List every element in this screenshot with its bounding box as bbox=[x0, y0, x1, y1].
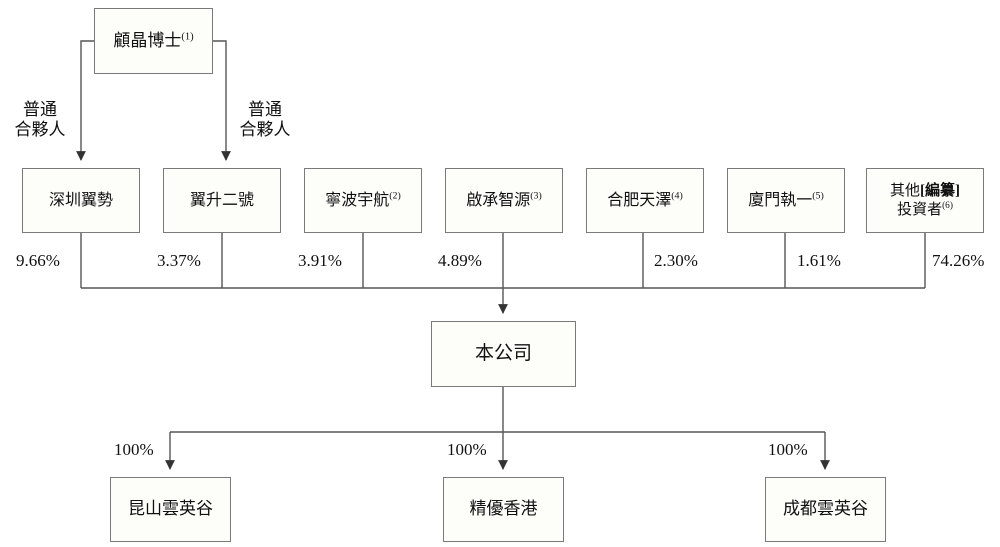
node-other-investors[interactable]: 其他[編纂]投資者(6) bbox=[866, 168, 984, 233]
node-label-text: 啟承智源 bbox=[466, 191, 531, 209]
node-label: 其他[編纂]投資者(6) bbox=[890, 182, 960, 219]
node-label-text-2: 投資者 bbox=[897, 201, 943, 218]
percent-chengdu-yunyinggu: 100% bbox=[768, 440, 808, 459]
node-label-text: 顧晶博士 bbox=[113, 30, 182, 50]
node-label: 寧波宇航(2) bbox=[325, 191, 401, 211]
node-footnote-marker: (3) bbox=[530, 190, 542, 202]
edge-label-line1: 普通 bbox=[23, 100, 57, 119]
node-label: 翼升二號 bbox=[190, 191, 254, 211]
edge-label-gp-right: 普通 合夥人 bbox=[233, 100, 297, 140]
node-label: 啟承智源(3) bbox=[466, 191, 542, 211]
edge-gp-left bbox=[76, 40, 94, 161]
node-label: 深圳翼勢 bbox=[49, 191, 113, 211]
node-hefei-tianze[interactable]: 合肥天澤(4) bbox=[586, 168, 704, 233]
node-footnote-marker: (4) bbox=[671, 190, 683, 202]
node-label: 合肥天澤(4) bbox=[607, 191, 683, 211]
node-label: 成都雲英谷 bbox=[783, 499, 868, 519]
node-footnote-marker: (2) bbox=[389, 190, 401, 202]
node-footnote-marker: (6) bbox=[942, 200, 953, 211]
percent-other-investors: 74.26% bbox=[932, 251, 985, 270]
percent-ningbo-yuhang: 3.91% bbox=[298, 251, 342, 270]
node-label: 顧晶博士(1) bbox=[113, 31, 193, 52]
edge-label-line1: 普通 bbox=[248, 100, 282, 119]
node-label: 昆山雲英谷 bbox=[128, 499, 213, 519]
node-label: 精優香港 bbox=[469, 499, 538, 519]
node-shenzhen-yishi[interactable]: 深圳翼勢 bbox=[22, 168, 140, 233]
node-xiamen-zhiyi[interactable]: 廈門執一(5) bbox=[727, 168, 845, 233]
node-label-text: 寧波宇航 bbox=[325, 191, 390, 209]
edge-label-gp-left: 普通 合夥人 bbox=[8, 100, 72, 140]
node-label: 廈門執一(5) bbox=[748, 191, 824, 211]
node-label-bracket-token: [編纂] bbox=[920, 183, 960, 200]
node-yisheng-no2[interactable]: 翼升二號 bbox=[163, 168, 281, 233]
edge-label-line2: 合夥人 bbox=[14, 120, 66, 140]
node-the-company[interactable]: 本公司 bbox=[431, 321, 576, 387]
node-label-text: 其他 bbox=[889, 183, 920, 200]
percent-jingyou-hongkong: 100% bbox=[447, 440, 487, 459]
percent-xiamen-zhiyi: 1.61% bbox=[797, 251, 841, 270]
edge-gp-right bbox=[213, 40, 231, 161]
node-chengdu-yunyinggu[interactable]: 成都雲英谷 bbox=[765, 477, 886, 542]
edge-label-line2: 合夥人 bbox=[239, 120, 291, 140]
percent-shenzhen-yishi: 9.66% bbox=[16, 251, 60, 270]
node-label-text: 合肥天澤 bbox=[607, 191, 672, 209]
percent-qicheng-zhiyuan: 4.89% bbox=[438, 251, 482, 270]
node-label: 本公司 bbox=[474, 343, 532, 365]
node-jingyou-hongkong[interactable]: 精優香港 bbox=[443, 477, 564, 542]
node-label-text: 廈門執一 bbox=[748, 191, 813, 209]
percent-hefei-tianze: 2.30% bbox=[654, 251, 698, 270]
node-gu-jing-phd[interactable]: 顧晶博士(1) bbox=[94, 8, 213, 74]
node-footnote-marker: (1) bbox=[181, 30, 194, 42]
node-label-text: 深圳翼勢 bbox=[48, 191, 113, 209]
node-kunshan-yunyinggu[interactable]: 昆山雲英谷 bbox=[110, 477, 231, 542]
percent-kunshan-yunyinggu: 100% bbox=[114, 440, 154, 459]
percent-yisheng-no2: 3.37% bbox=[157, 251, 201, 270]
node-qicheng-zhiyuan[interactable]: 啟承智源(3) bbox=[445, 168, 563, 233]
node-footnote-marker: (5) bbox=[812, 190, 824, 202]
node-label-text: 翼升二號 bbox=[189, 191, 254, 209]
node-ningbo-yuhang[interactable]: 寧波宇航(2) bbox=[304, 168, 422, 233]
